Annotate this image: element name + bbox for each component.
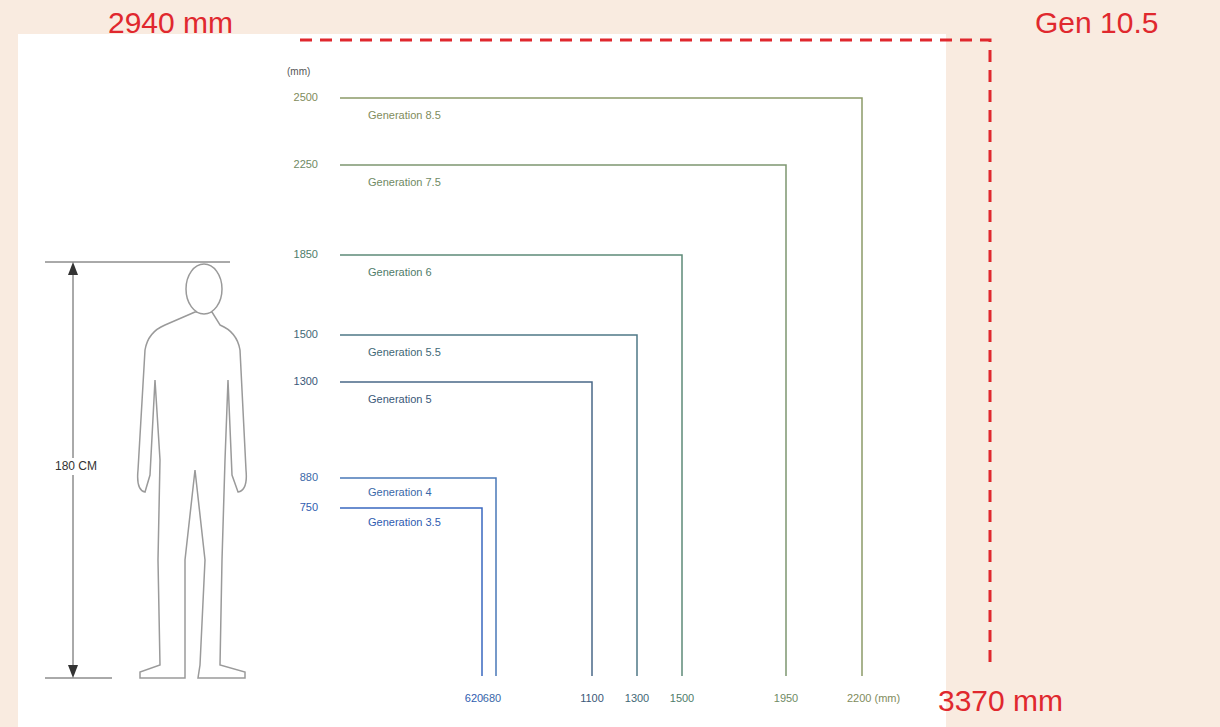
dimension-tick bbox=[45, 262, 230, 263]
gen-7-5-outline bbox=[340, 165, 786, 676]
gen-4-outline bbox=[340, 478, 496, 676]
height-value: 1300 bbox=[294, 375, 318, 387]
gen-name: Generation 7.5 bbox=[368, 176, 441, 188]
unit-label: (mm) bbox=[287, 66, 310, 77]
dimension-tick bbox=[45, 678, 112, 679]
width-value: 620 bbox=[465, 692, 483, 704]
gen-6-outline bbox=[340, 255, 682, 676]
gen-5-5-outline bbox=[340, 335, 637, 676]
gen-name: Generation 8.5 bbox=[368, 109, 441, 121]
width-value: 1300 bbox=[625, 692, 649, 704]
gen-10-5-outline bbox=[300, 40, 990, 665]
height-label: 180 CM bbox=[52, 458, 100, 475]
height-value: 1500 bbox=[294, 328, 318, 340]
width-value: 680 bbox=[483, 692, 501, 704]
gen-size-label: 2940 mm bbox=[108, 6, 233, 39]
height-value: 750 bbox=[300, 501, 318, 513]
arrowhead bbox=[68, 262, 78, 275]
arrowhead bbox=[68, 665, 78, 678]
gen-8-5-outline bbox=[340, 98, 862, 676]
person-silhouette bbox=[138, 312, 247, 678]
gen-3-5-outline bbox=[340, 508, 482, 676]
gen-size-label: 3370 mm bbox=[938, 684, 1063, 717]
width-value: 1500 bbox=[670, 692, 694, 704]
gen-name: Generation 5.5 bbox=[368, 346, 441, 358]
gen-name: Generation 6 bbox=[368, 266, 432, 278]
gen-name: Generation 4 bbox=[368, 486, 432, 498]
height-value: 880 bbox=[300, 471, 318, 483]
person-head bbox=[186, 264, 222, 314]
gen-5-outline bbox=[340, 382, 592, 676]
width-value: 2200 (mm) bbox=[847, 692, 900, 704]
width-value: 1100 bbox=[580, 692, 604, 704]
gen-name: Generation 3.5 bbox=[368, 516, 441, 528]
gen-name: Generation 5 bbox=[368, 393, 432, 405]
height-value: 1850 bbox=[294, 248, 318, 260]
width-value: 1950 bbox=[774, 692, 798, 704]
white-panel bbox=[18, 34, 946, 727]
gen-name: Gen 10.5 bbox=[1035, 6, 1158, 39]
height-value: 2250 bbox=[294, 158, 318, 170]
height-value: 2500 bbox=[294, 91, 318, 103]
